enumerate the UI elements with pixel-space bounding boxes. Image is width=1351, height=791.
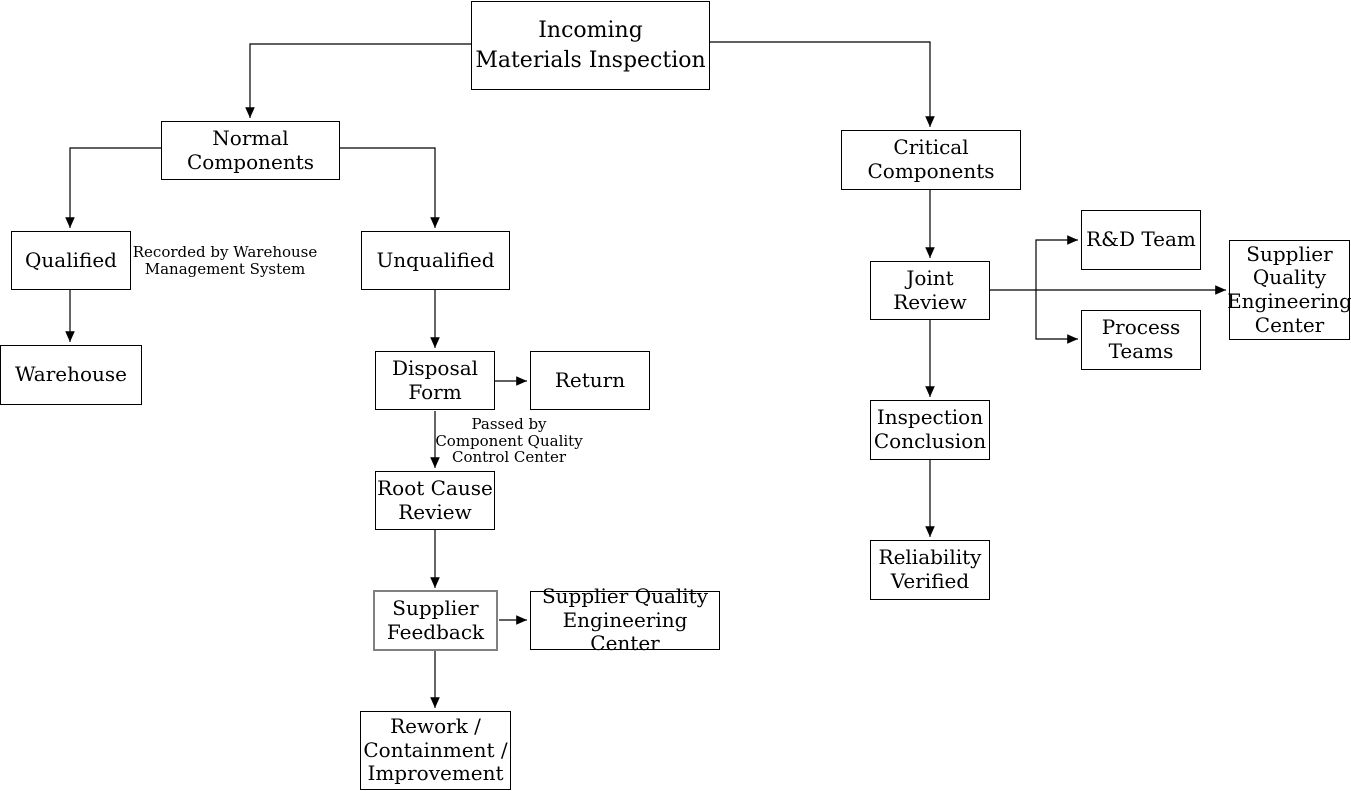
annotation-passed-by-component-quality-control-center: Passed by Component Quality Control Cent… [435, 415, 583, 466]
node-incoming-materials-inspection: Incoming Materials Inspection [471, 1, 710, 90]
node-qualified: Qualified [11, 231, 131, 290]
node-disposal-form: Disposal Form [375, 351, 495, 410]
node-return: Return [530, 351, 650, 410]
node-reliability-verified: Reliability Verified [870, 540, 990, 600]
node-supplier-feedback: Supplier Feedback [373, 590, 498, 651]
node-root-cause-review: Root Cause Review [375, 471, 495, 530]
node-rework-containment-improvement: Rework / Containment / Improvement [360, 711, 511, 790]
edge-incoming-to-critical [710, 41, 935, 127]
node-critical-components: Critical Components [841, 130, 1021, 190]
node-supplier-quality-engineering-center-right: Supplier Quality Engineering Center [1227, 240, 1351, 340]
node-rd-team: R&D Team [1081, 210, 1201, 270]
node-joint-review: Joint Review [870, 261, 990, 320]
edge-normal-to-qualified [65, 147, 161, 228]
node-process-teams: Process Teams [1081, 310, 1201, 370]
node-warehouse: Warehouse [0, 345, 142, 405]
node-normal-components: Normal Components [161, 121, 340, 180]
edge-incoming-to-normal [245, 43, 471, 118]
node-unqualified: Unqualified [361, 231, 510, 290]
annotation-recorded-by-warehouse-management-system: Recorded by Warehouse Management System [132, 243, 318, 278]
edge-normal-to-unqualified [340, 147, 440, 228]
edge-joint-review-to-process-teams [1035, 290, 1078, 344]
edge-joint-review-to-rd-team [1035, 235, 1078, 290]
node-inspection-conclusion: Inspection Conclusion [870, 400, 990, 460]
node-supplier-quality-engineering-center: Supplier Quality Engineering Center [530, 584, 720, 655]
